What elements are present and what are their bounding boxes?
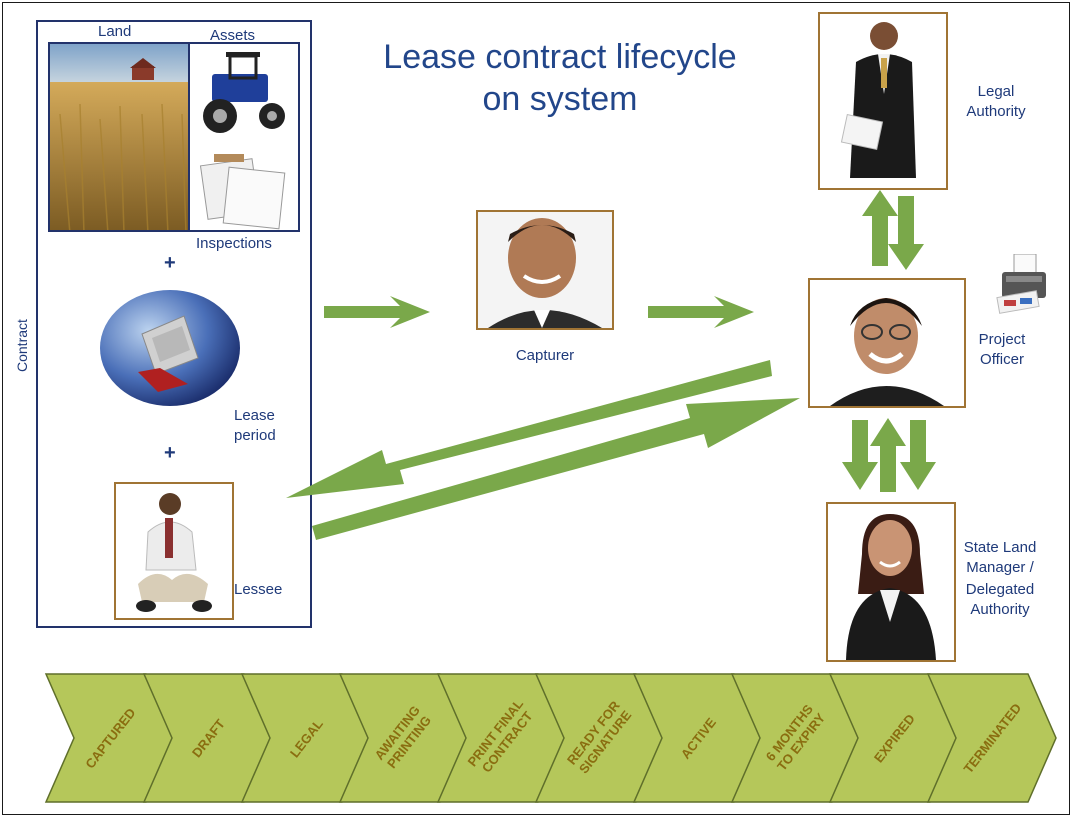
legal-authority-label-line-2: Authority [966, 103, 1026, 120]
contract-box [36, 20, 312, 628]
arrow-contract-to-capturer [324, 296, 430, 328]
legal-authority-label-line-1: Legal [977, 83, 1015, 100]
capturer-label: Capturer [515, 347, 575, 364]
lessee-photo [114, 482, 234, 620]
arrow-lessee-to-project-officer [312, 398, 800, 540]
arrow-state-to-project-officer [870, 418, 906, 492]
land-image [48, 42, 190, 232]
plus-sign-1: + [164, 252, 176, 274]
title-line-2: on system [482, 80, 638, 118]
arrow-project-officer-to-state-2 [900, 420, 936, 490]
inspections-label: Inspections [196, 235, 272, 252]
assets-image [190, 42, 300, 232]
title-line-1: Lease contract lifecycle [383, 38, 737, 76]
state-land-manager-label-line-2: Manager / [966, 559, 1034, 576]
legal-authority-photo [818, 12, 948, 190]
stage-chevron-5: PRINT FINALCONTRACT [436, 673, 567, 803]
state-land-manager-label-line-3: Delegated [965, 581, 1035, 598]
stage-chevron-6: READY FORSIGNATURE [534, 673, 665, 803]
arrow-project-officer-to-state-1 [842, 420, 878, 490]
arrow-project-officer-to-legal [862, 190, 898, 266]
plus-sign-2: + [164, 442, 176, 464]
assets-label: Assets [210, 27, 256, 44]
lease-period-label-line-1: Lease [234, 407, 275, 424]
stage-chevron-1: CAPTURED [44, 673, 175, 803]
stage-chevron-9: EXPIRED [828, 673, 959, 803]
project-officer-label-line-2: Officer [980, 351, 1024, 368]
lessee-label: Lessee [234, 581, 283, 598]
arrow-project-officer-to-lessee [286, 360, 772, 498]
state-land-manager-label-line-4: Authority [970, 601, 1030, 618]
stage-chevron-2: DRAFT [142, 673, 273, 803]
arrow-capturer-to-project-officer [648, 296, 754, 328]
stage-chevron-3: LEGAL [240, 673, 371, 803]
printer-icon [994, 253, 1050, 324]
land-label: Land [98, 23, 132, 40]
lease-period-label-line-2: period [234, 427, 276, 444]
lease-period-image [98, 288, 248, 408]
stage-chevron-8: 6 MONTHSTO EXPIRY [730, 673, 861, 803]
project-officer-label-line-1: Project [978, 331, 1026, 348]
state-land-manager-label-line-1: State Land [963, 539, 1037, 556]
stage-chevron-7: ACTIVE [632, 673, 763, 803]
project-officer-photo [808, 278, 966, 408]
arrow-legal-to-project-officer [888, 196, 924, 270]
state-land-manager-photo [826, 502, 956, 662]
stage-chevron-10: TERMINATED [926, 673, 1057, 803]
page-title: Lease contract lifecycle on system [330, 36, 790, 120]
capturer-photo [476, 210, 614, 330]
